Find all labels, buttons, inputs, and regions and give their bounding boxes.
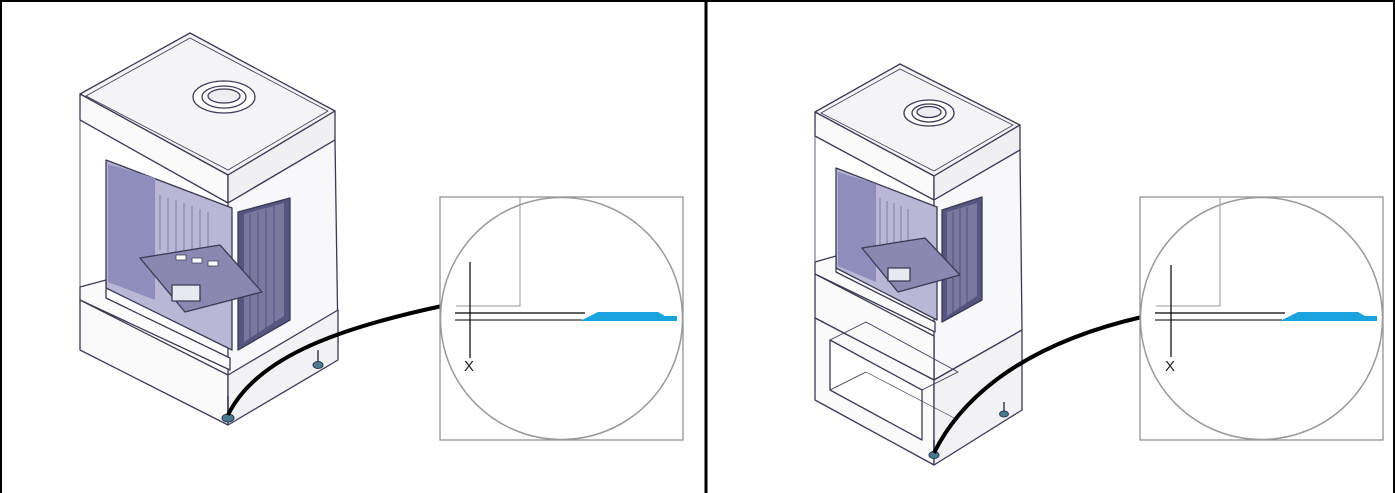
callout-leader bbox=[932, 315, 1143, 454]
grate bbox=[861, 237, 961, 293]
detail-view: X bbox=[439, 196, 684, 441]
stove-illustration bbox=[79, 32, 339, 426]
dimension-label: X bbox=[1165, 358, 1175, 375]
panel-right: X bbox=[814, 63, 1384, 466]
pedestal-opening bbox=[829, 339, 923, 441]
callout-leader bbox=[226, 304, 443, 416]
log bbox=[887, 267, 911, 282]
detail-circle bbox=[1139, 196, 1384, 441]
log bbox=[171, 284, 201, 302]
adjustable-foot-rear bbox=[312, 350, 324, 369]
detail-circle bbox=[439, 196, 684, 441]
detail-view: X bbox=[1139, 196, 1384, 441]
floor-outline bbox=[1156, 197, 1221, 307]
floor-protection-plate bbox=[1282, 312, 1377, 321]
floor-protection-plate bbox=[582, 312, 677, 321]
panel-left: X bbox=[79, 32, 684, 441]
adjustable-foot-rear bbox=[999, 402, 1009, 418]
dimension-label: X bbox=[464, 358, 474, 375]
floor-outline bbox=[456, 197, 521, 307]
grate bbox=[139, 244, 263, 313]
stove-illustration-with-base bbox=[814, 63, 1023, 466]
